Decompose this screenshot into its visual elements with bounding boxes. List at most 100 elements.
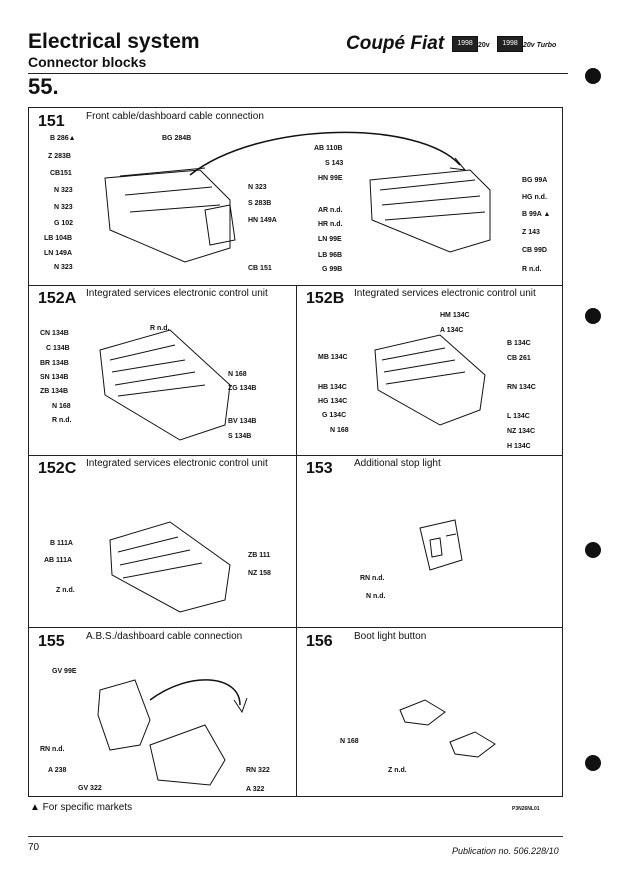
wire-label: C 134B (46, 345, 70, 352)
wire-label: HB 134C (318, 384, 347, 391)
wire-label: N 168 (340, 738, 359, 745)
wire-label: Z n.d. (388, 767, 407, 774)
wire-label: LN 149A (44, 250, 73, 257)
wire-label: Z n.d. (56, 587, 75, 594)
connector-152c (109, 521, 231, 613)
connector-155-left (97, 679, 151, 751)
wire-label: L 134C (507, 413, 530, 420)
wire-label: A 134C (440, 327, 464, 334)
wire-label: A 322 (246, 786, 265, 793)
wire-label: S 134B (228, 433, 252, 440)
wire-label: AR n.d. (318, 207, 343, 214)
connector-151-left (104, 169, 231, 263)
wire-label: ZB 134B (40, 388, 69, 395)
grid-divider (28, 285, 563, 286)
wire-label: N 168 (330, 427, 349, 434)
wire-label: G 99B (322, 266, 343, 273)
wire-label: N 168 (228, 371, 247, 378)
wire-label: RN 134C (507, 384, 536, 391)
wire-label: HG n.d. (522, 194, 547, 201)
grid-divider (28, 627, 563, 628)
binder-hole (585, 755, 601, 771)
wire-label: CN 134B (40, 330, 69, 337)
panel-153-title: Additional stop light (354, 458, 441, 469)
wire-label: N 323 (54, 204, 73, 211)
connector-grid (28, 107, 563, 797)
wire-label: G 134C (322, 412, 347, 419)
wire-label: LB 96B (318, 252, 343, 259)
wire-label: N 323 (248, 184, 267, 191)
panel-155-number: 155 (38, 633, 65, 650)
wire-label: MB 134C (318, 354, 348, 361)
wire-label: HN 99E (318, 175, 343, 182)
wire-label: A 238 (48, 767, 67, 774)
wire-label: AB 111A (44, 557, 73, 564)
badge-variant-turbo: 20v Turbo (523, 42, 557, 49)
wire-label: Z 143 (522, 229, 540, 236)
wire-label: LN 99E (318, 236, 342, 243)
wire-label: S 283B (248, 200, 272, 207)
wire-label: LB 104B (44, 235, 73, 242)
wire-label: R n.d. (150, 325, 170, 332)
connector-152b (374, 334, 486, 426)
wire-label: N n.d. (366, 593, 386, 600)
page-title: Electrical system (28, 30, 200, 53)
footer-rule (28, 836, 563, 837)
wire-label: CB 151 (248, 265, 272, 272)
panel-152b-number: 152B (306, 290, 345, 307)
connector-153 (419, 519, 463, 571)
panel-153-number: 153 (306, 460, 333, 477)
wire-label: B 99A ▲ (522, 211, 551, 218)
page-number: 70 (28, 842, 40, 853)
panel-152c-number: 152C (38, 460, 77, 477)
panel-151-number: 151 (38, 113, 65, 130)
panel-152a-title: Integrated services electronic control u… (86, 288, 268, 299)
connector-155-right (149, 724, 226, 786)
badge-variant-20v: 20v (478, 42, 490, 49)
connector-156-bottom (449, 731, 496, 758)
connector-152a (99, 329, 231, 441)
figure-code: P3N26NL01 (512, 806, 540, 812)
panel-156-title: Boot light button (354, 631, 427, 642)
wire-label: NZ 158 (248, 570, 271, 577)
wire-label: N 323 (54, 264, 73, 271)
wire-label: HR n.d. (318, 221, 343, 228)
wire-label: B 286▲ (50, 135, 76, 142)
wire-label: HM 134C (440, 312, 470, 319)
wire-label: GV 322 (78, 785, 102, 792)
panel-152c-title: Integrated services electronic control u… (86, 458, 268, 469)
wire-label: H 134C (507, 443, 531, 450)
wire-label: HG 134C (318, 398, 348, 405)
header-rule (28, 73, 568, 74)
panel-152b-title: Integrated services electronic control u… (354, 288, 536, 299)
binder-hole (585, 542, 601, 558)
grid-divider (28, 455, 563, 456)
wire-label: N 168 (52, 403, 71, 410)
wire-label: RN n.d. (40, 746, 65, 753)
wire-label: BG 284B (162, 135, 192, 142)
publication-number: Publication no. 506.228/10 (452, 846, 559, 856)
wire-label: N 323 (54, 187, 73, 194)
binder-hole (585, 68, 601, 84)
panel-151-title: Front cable/dashboard cable connection (86, 111, 264, 122)
panel-155-title: A.B.S./dashboard cable connection (86, 631, 243, 642)
wire-label: G 102 (54, 220, 74, 227)
wire-label: GV 99E (52, 668, 77, 675)
connector-151-right (369, 169, 491, 253)
badge-1998-turbo: 1998 (497, 36, 523, 52)
wire-label: HN 149A (248, 217, 277, 224)
wire-label: BG 99A (522, 177, 548, 184)
panel-152a-number: 152A (38, 290, 77, 307)
wire-label: CB 261 (507, 355, 531, 362)
wire-label: RN 322 (246, 767, 270, 774)
connector-156-top (399, 699, 446, 726)
wire-label: R n.d. (522, 266, 542, 273)
wire-label: CB 99D (522, 247, 547, 254)
arrow-151 (189, 131, 461, 176)
footnote-specific-markets: ▲ For specific markets (30, 802, 133, 813)
page-subtitle: Connector blocks (28, 54, 147, 70)
wire-label: R n.d. (52, 417, 72, 424)
wire-label: AB 110B (314, 145, 343, 152)
wire-label: BR 134B (40, 360, 69, 367)
